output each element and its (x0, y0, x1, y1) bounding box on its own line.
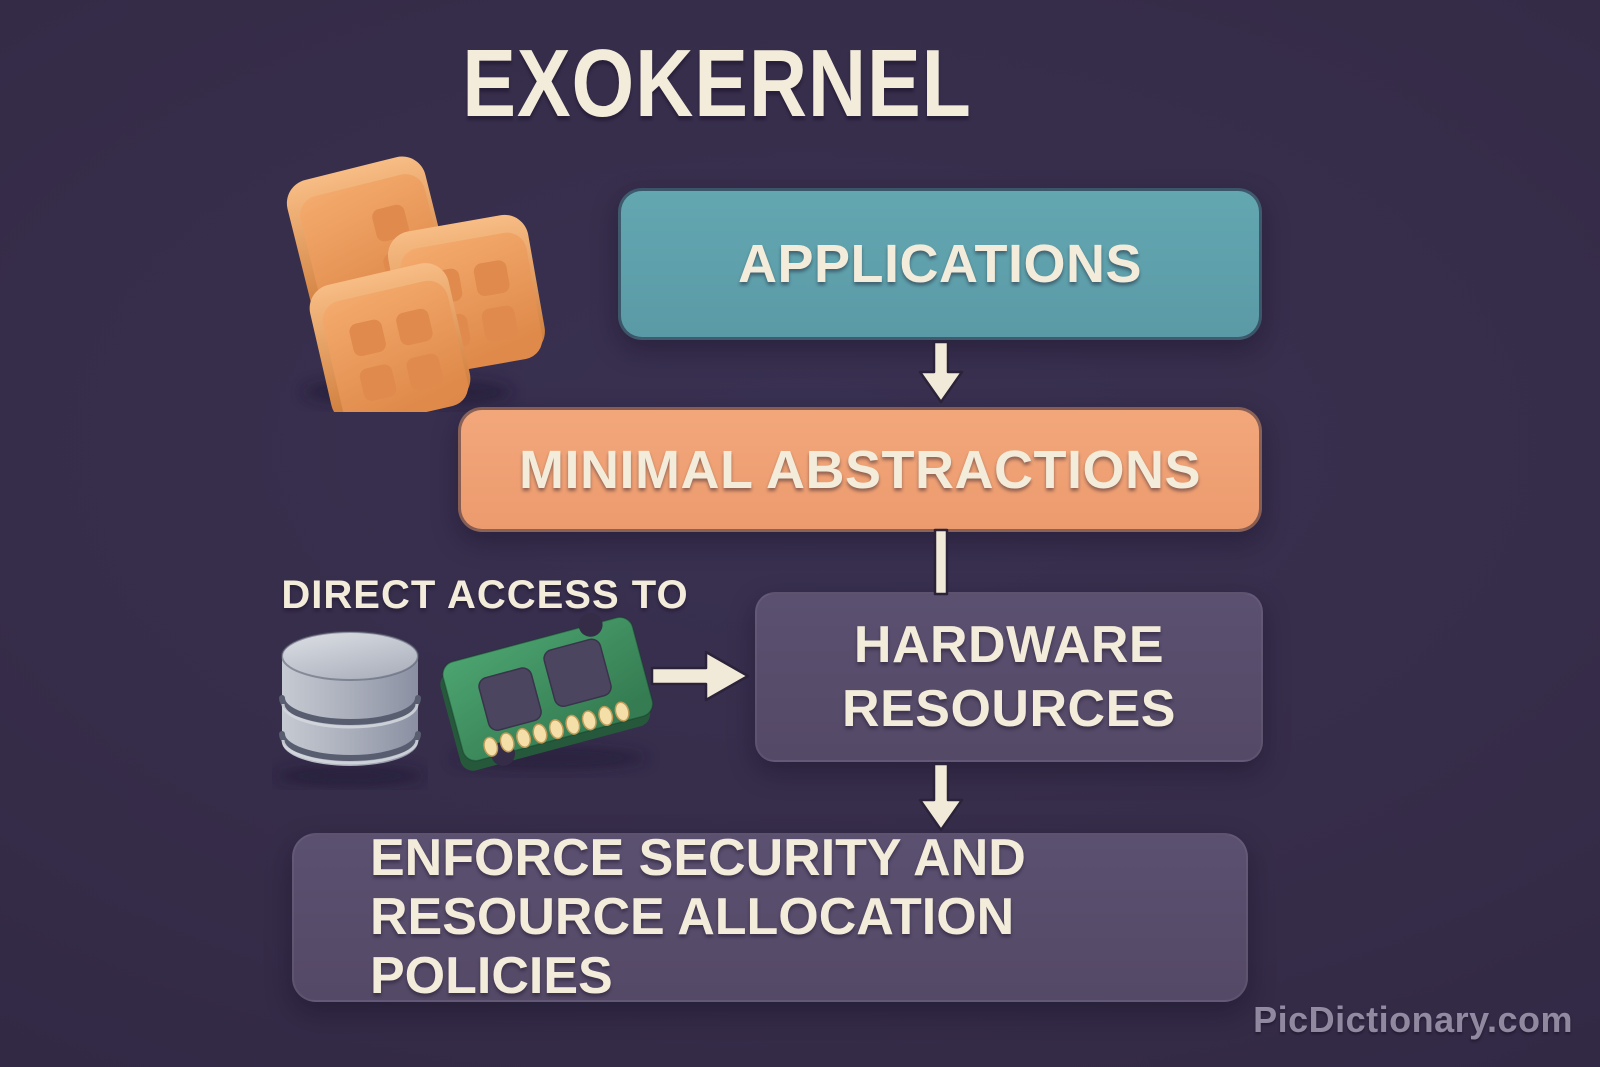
database-cylinder-icon (274, 631, 426, 787)
page-title: EXOKERNEL (462, 30, 972, 137)
arrow-right-icon (650, 650, 750, 702)
arrow-down-icon (918, 762, 964, 832)
box-hardware-resources: HARDWARE RESOURCES (755, 592, 1263, 762)
box-hardware-line2: RESOURCES (842, 680, 1176, 738)
direct-access-caption: DIRECT ACCESS TO (281, 573, 689, 617)
box-policies-line2: RESOURCE ALLOCATION POLICIES (370, 888, 1015, 1005)
arrow-down-icon (918, 340, 964, 404)
box-hardware-line1: HARDWARE (853, 616, 1165, 674)
connector-line (933, 528, 949, 596)
box-minimal-abstractions-label: MINIMAL ABSTRACTIONS (519, 439, 1201, 500)
box-applications: APPLICATIONS (618, 188, 1262, 340)
ram-memory-icon (440, 612, 654, 771)
box-policies-label: ENFORCE SECURITY AND RESOURCE ALLOCATION… (370, 829, 1246, 1006)
application-blocks-icon (286, 156, 545, 412)
box-applications-label: APPLICATIONS (737, 234, 1142, 294)
box-minimal-abstractions: MINIMAL ABSTRACTIONS (458, 407, 1262, 532)
box-policies-line1: ENFORCE SECURITY AND (370, 829, 1026, 887)
box-enforce-policies: ENFORCE SECURITY AND RESOURCE ALLOCATION… (292, 829, 1248, 1005)
watermark: PicDictionary.com (1253, 999, 1573, 1040)
